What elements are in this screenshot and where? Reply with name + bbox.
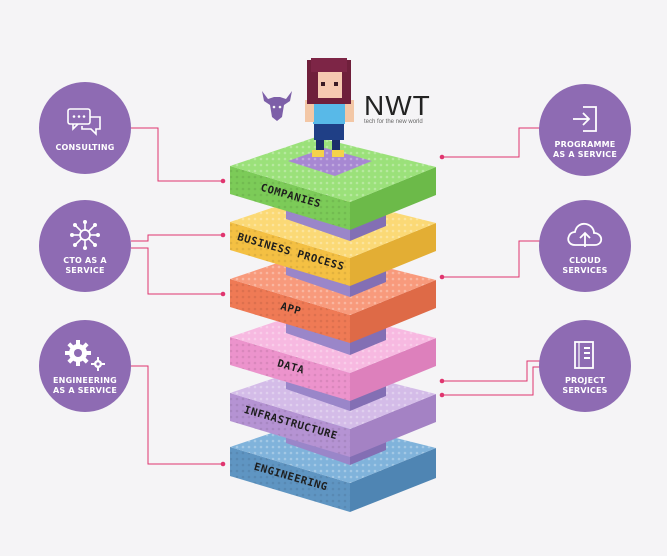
connector-dots: [220, 154, 445, 467]
connector-dot: [220, 291, 226, 297]
connector-dot: [220, 232, 226, 238]
service-label: CTO AS A SERVICE: [63, 255, 107, 275]
connector-engineering: [131, 365, 222, 465]
brand-name: NWT: [364, 90, 431, 121]
service-label: CONSULTING: [55, 142, 115, 152]
connector-programme: [443, 127, 540, 158]
service-cto: CTO AS A SERVICE: [39, 200, 131, 292]
service-engineering: ENGINEERING AS A SERVICE: [39, 320, 131, 412]
connector-dot: [220, 461, 226, 467]
connector-cto-bottom: [131, 247, 222, 295]
pixel-character-illustration: [305, 58, 354, 157]
connector-dot: [439, 154, 445, 160]
service-label: CLOUD SERVICES: [562, 255, 608, 275]
layer-label-app: APP: [279, 300, 302, 317]
connector-project-b: [443, 366, 540, 396]
document-icon: [570, 337, 600, 373]
service-label: PROGRAMME AS A SERVICE: [552, 139, 617, 159]
service-consulting: CONSULTING: [39, 82, 131, 174]
connector-cloud: [443, 240, 540, 278]
cloud-upload-icon: [565, 217, 605, 253]
service-programme: PROGRAMME AS A SERVICE: [539, 84, 631, 176]
chat-bubbles-icon: [66, 104, 104, 140]
service-label: ENGINEERING AS A SERVICE: [52, 375, 117, 395]
service-project: PROJECT SERVICES: [539, 320, 631, 412]
service-cloud: CLOUD SERVICES: [539, 200, 631, 292]
connector-dot: [439, 392, 445, 398]
brand-tagline: tech for the new world: [364, 119, 423, 125]
gears-icon: [63, 337, 107, 373]
service-label: PROJECT SERVICES: [562, 375, 608, 395]
connector-lines: [131, 127, 540, 465]
connector-dot: [439, 378, 445, 384]
connector-project-a: [443, 360, 540, 382]
connector-dot: [220, 178, 226, 184]
connector-consulting: [131, 127, 222, 182]
login-arrow-icon: [569, 101, 601, 137]
brand-block: NWT tech for the new world: [364, 90, 431, 125]
connector-cto-top: [131, 234, 222, 242]
network-hub-icon: [68, 217, 102, 253]
bull-logo-icon: [262, 91, 292, 121]
layer-companies: COMPANIES: [230, 137, 436, 230]
connector-dot: [439, 274, 445, 280]
